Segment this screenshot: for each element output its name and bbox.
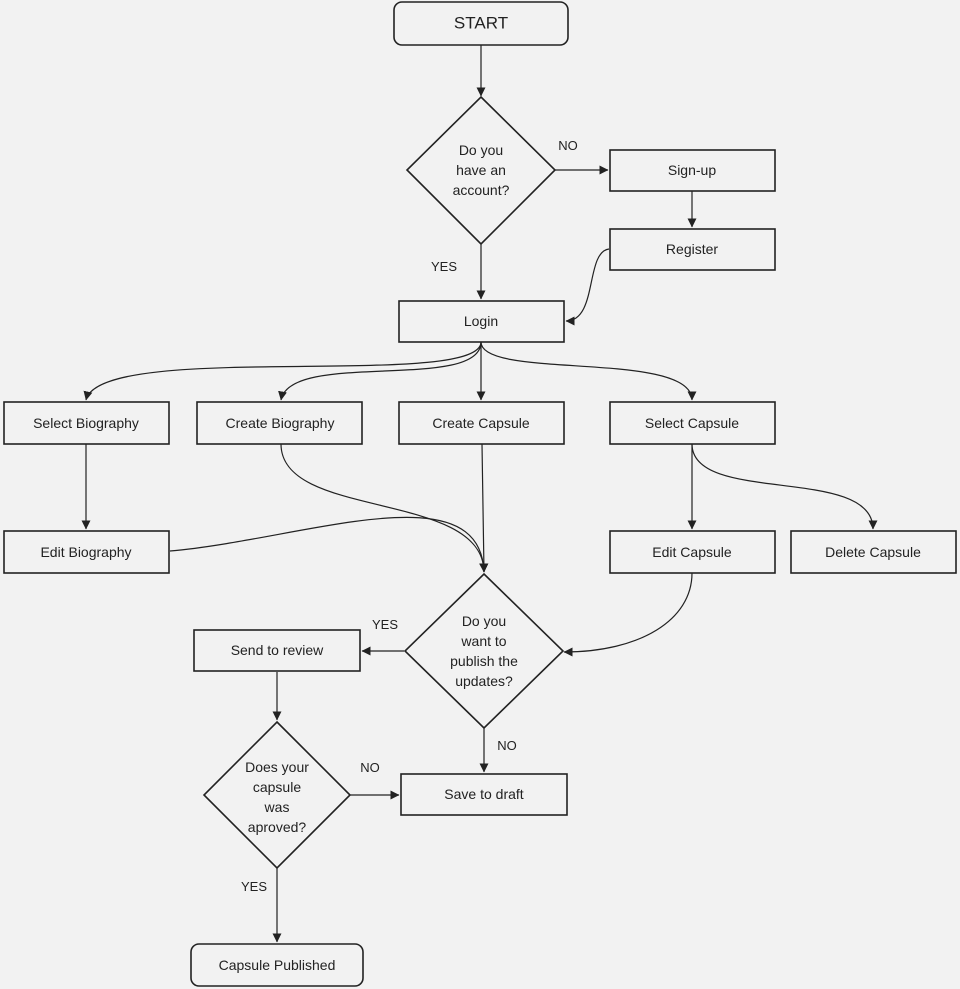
edge-login-to-select-biography bbox=[83, 341, 482, 401]
edge-login-to-select-capsule bbox=[480, 341, 697, 401]
edge-login-to-create-biography bbox=[278, 341, 482, 401]
node-create-capsule[interactable]: Create Capsule bbox=[398, 401, 565, 445]
edge-labels: NO YES YES NO NO YES bbox=[241, 138, 578, 894]
node-save-to-draft[interactable]: Save to draft bbox=[400, 773, 568, 816]
label-line: capsule bbox=[253, 779, 301, 795]
node-start[interactable]: START bbox=[393, 1, 569, 46]
node-edit-capsule[interactable]: Edit Capsule bbox=[609, 530, 776, 574]
label-line: Create Capsule bbox=[432, 415, 529, 431]
edge-edit-capsule-to-publish bbox=[563, 572, 693, 657]
node-select-capsule[interactable]: Select Capsule bbox=[609, 401, 776, 445]
label-line: Delete Capsule bbox=[825, 544, 921, 560]
node-send-to-review-label: Send to review bbox=[231, 642, 324, 658]
edge-create-capsule-to-publish bbox=[479, 443, 489, 573]
edges bbox=[81, 45, 878, 943]
node-send-to-review[interactable]: Send to review bbox=[193, 629, 361, 672]
node-create-capsule-label: Create Capsule bbox=[432, 415, 529, 431]
node-login-label: Login bbox=[464, 313, 498, 329]
decision-has-account-label: Do you have an account? bbox=[453, 142, 510, 198]
node-login[interactable]: Login bbox=[398, 300, 565, 343]
node-create-biography-label: Create Biography bbox=[226, 415, 335, 431]
label-line: Edit Biography bbox=[40, 544, 131, 560]
edge-register-to-login bbox=[565, 248, 610, 326]
node-capsule-published[interactable]: Capsule Published bbox=[190, 943, 364, 987]
label-account-no: NO bbox=[558, 138, 578, 153]
label-line: Edit Capsule bbox=[652, 544, 732, 560]
label-line: Do you bbox=[462, 613, 506, 629]
node-save-to-draft-label: Save to draft bbox=[444, 786, 523, 802]
node-edit-biography[interactable]: Edit Biography bbox=[3, 530, 170, 574]
node-signup-label: Sign-up bbox=[668, 162, 716, 178]
edge-select-capsule-to-delete-capsule bbox=[691, 443, 878, 530]
node-select-biography-label: Select Biography bbox=[33, 415, 139, 431]
label-line: Do you bbox=[459, 142, 503, 158]
nodes: START Do you have an account? Sign-up Regi… bbox=[3, 1, 957, 987]
decision-capsule-approved[interactable]: Does your capsule was aproved? bbox=[202, 720, 352, 870]
node-delete-capsule[interactable]: Delete Capsule bbox=[790, 530, 957, 574]
label-line: Select Biography bbox=[33, 415, 139, 431]
label-publish-yes: YES bbox=[372, 617, 398, 632]
label-line: Create Biography bbox=[226, 415, 335, 431]
label-line: updates? bbox=[455, 673, 513, 689]
label-approved-yes: YES bbox=[241, 879, 267, 894]
label-line: want to bbox=[460, 633, 506, 649]
edge-create-biography-to-publish bbox=[280, 443, 489, 573]
decision-capsule-approved-label: Does your capsule was aproved? bbox=[245, 759, 309, 835]
label-line: Sign-up bbox=[668, 162, 716, 178]
decision-has-account[interactable]: Do you have an account? bbox=[405, 95, 557, 246]
edge-edit-biography-to-publish bbox=[169, 516, 489, 573]
label-line: aproved? bbox=[248, 819, 307, 835]
node-delete-capsule-label: Delete Capsule bbox=[825, 544, 921, 560]
label-line: Capsule Published bbox=[219, 957, 336, 973]
label-line: START bbox=[454, 14, 508, 33]
node-create-biography[interactable]: Create Biography bbox=[196, 401, 363, 445]
label-line: Does your bbox=[245, 759, 309, 775]
label-line: was bbox=[264, 799, 290, 815]
label-line: Login bbox=[464, 313, 498, 329]
label-line: Register bbox=[666, 241, 718, 257]
node-start-label: START bbox=[454, 14, 508, 33]
node-select-biography[interactable]: Select Biography bbox=[3, 401, 170, 445]
label-line: Send to review bbox=[231, 642, 324, 658]
node-register-label: Register bbox=[666, 241, 718, 257]
decision-publish-updates[interactable]: Do you want to publish the updates? bbox=[403, 572, 565, 730]
node-capsule-published-label: Capsule Published bbox=[219, 957, 336, 973]
node-edit-biography-label: Edit Biography bbox=[40, 544, 131, 560]
decision-publish-updates-label: Do you want to publish the updates? bbox=[450, 613, 518, 689]
node-signup[interactable]: Sign-up bbox=[609, 149, 776, 192]
label-line: account? bbox=[453, 182, 510, 198]
label-line: Select Capsule bbox=[645, 415, 739, 431]
label-approved-no: NO bbox=[360, 760, 380, 775]
node-edit-capsule-label: Edit Capsule bbox=[652, 544, 732, 560]
label-line: publish the bbox=[450, 653, 518, 669]
label-publish-no: NO bbox=[497, 738, 517, 753]
label-line: Save to draft bbox=[444, 786, 523, 802]
node-select-capsule-label: Select Capsule bbox=[645, 415, 739, 431]
label-line: have an bbox=[456, 162, 506, 178]
node-register[interactable]: Register bbox=[609, 228, 776, 271]
label-account-yes: YES bbox=[431, 259, 457, 274]
